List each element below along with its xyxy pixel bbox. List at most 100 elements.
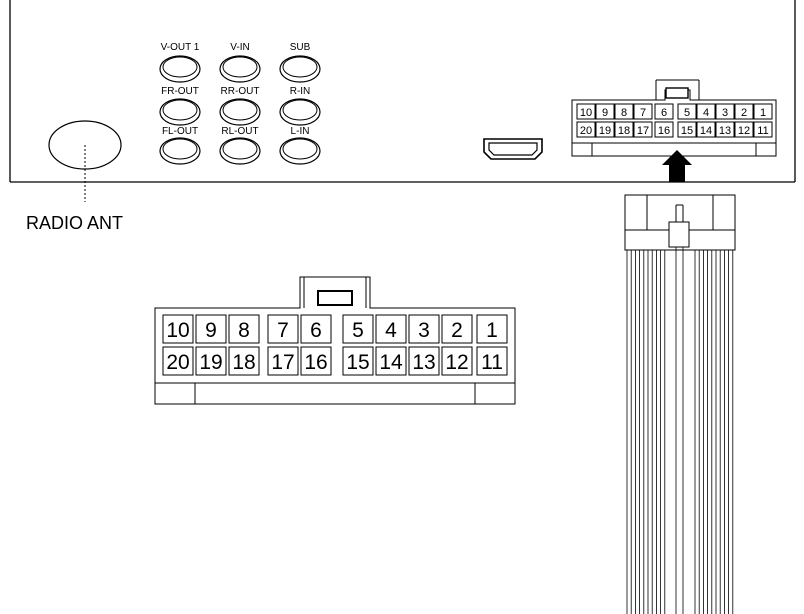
insert-arrow [662, 150, 692, 182]
pin-number: 4 [703, 107, 709, 119]
pin-number: 17 [637, 125, 649, 137]
rca-jack-inner [222, 138, 258, 160]
pin-number: 16 [304, 351, 327, 374]
pin-number: 19 [599, 125, 611, 137]
rca-jack-inner [222, 56, 258, 78]
rca-label: L-IN [291, 126, 310, 137]
pin-cell [734, 121, 754, 138]
rca-jack-inner [222, 99, 258, 121]
rca-jack [159, 98, 201, 126]
pin-number: 10 [166, 319, 189, 342]
pin-number: 5 [352, 319, 364, 342]
pin-number: 7 [640, 107, 646, 119]
pin-cell [476, 346, 508, 376]
rca-label: FR-OUT [161, 86, 199, 97]
hdmi-port [483, 138, 543, 160]
pin-number: 8 [238, 319, 250, 342]
rca-jack-inner [162, 56, 198, 78]
pin-cell [614, 121, 634, 138]
pin-cell [300, 314, 332, 344]
pin-number: 11 [481, 351, 503, 374]
pin-cell [162, 346, 194, 376]
pin-number: 12 [445, 351, 468, 374]
rca-jack [279, 55, 321, 83]
rca-jack [279, 137, 321, 165]
pin-cell [441, 346, 473, 376]
pin-cell [734, 103, 754, 120]
rca-jack-inner [162, 99, 198, 121]
pin-cell [576, 121, 596, 138]
pin-cell [677, 103, 697, 120]
pin-cell [228, 346, 260, 376]
pin-cell [300, 346, 332, 376]
pin-number: 16 [658, 125, 670, 137]
pin-cell [696, 121, 716, 138]
pin-number: 3 [418, 319, 430, 342]
pin-number: 14 [379, 351, 403, 374]
wire-harness [624, 194, 736, 614]
pin-number: 15 [681, 125, 693, 137]
pin-cell [267, 346, 299, 376]
pin-cell [228, 314, 260, 344]
pin-number: 20 [166, 351, 189, 374]
pin-number: 6 [310, 319, 322, 342]
head-unit-rear-panel [9, 0, 796, 183]
pin-cell [633, 103, 653, 120]
rca-jack [159, 137, 201, 165]
rca-label: RL-OUT [221, 126, 258, 137]
rca-jack-inner [282, 56, 318, 78]
pin-number: 7 [277, 319, 289, 342]
pin-cell [654, 103, 674, 120]
rca-jack [219, 137, 261, 165]
rca-jack-inner [162, 138, 198, 160]
pin-cell [342, 346, 374, 376]
pin-number: 17 [271, 351, 294, 374]
pin-cell [195, 346, 227, 376]
pin-number: 10 [580, 107, 592, 119]
pin-number: 13 [719, 125, 731, 137]
rca-jack [279, 98, 321, 126]
rca-label: SUB [290, 42, 311, 53]
pin-number: 9 [205, 319, 217, 342]
pin-cell [677, 121, 697, 138]
rca-label: V-IN [230, 42, 249, 53]
pin-cell [633, 121, 653, 138]
rca-jack [219, 55, 261, 83]
pin-cell [476, 314, 508, 344]
rca-label: V-OUT 1 [161, 42, 200, 53]
pin-number: 20 [580, 125, 592, 137]
pin-number: 6 [661, 107, 667, 119]
pin-number: 8 [621, 107, 627, 119]
pin-cell [595, 103, 615, 120]
pin-cell [195, 314, 227, 344]
pin-cell [162, 314, 194, 344]
rca-jack [159, 55, 201, 83]
rca-label: FL-OUT [162, 126, 198, 137]
pin-cell [375, 346, 407, 376]
pin-number: 14 [700, 125, 712, 137]
pin-number: 15 [346, 351, 369, 374]
pin-cell [576, 103, 596, 120]
pin-number: 11 [757, 125, 768, 137]
pin-number: 2 [451, 319, 463, 342]
pin-cell [614, 103, 634, 120]
pin-cell [441, 314, 473, 344]
pin-cell [715, 121, 735, 138]
pin-number: 13 [412, 351, 435, 374]
pin-cell [753, 121, 773, 138]
pin-number: 5 [684, 107, 690, 119]
pin-cell [753, 103, 773, 120]
rca-jack-inner [282, 138, 318, 160]
radio-ant-label: RADIO ANT [26, 213, 123, 233]
pin-cell [654, 121, 674, 138]
pin-cell [267, 314, 299, 344]
rca-jack [219, 98, 261, 126]
pin-cell [715, 103, 735, 120]
pin-cell [408, 346, 440, 376]
pin-cell [375, 314, 407, 344]
pin-number: 18 [232, 351, 255, 374]
